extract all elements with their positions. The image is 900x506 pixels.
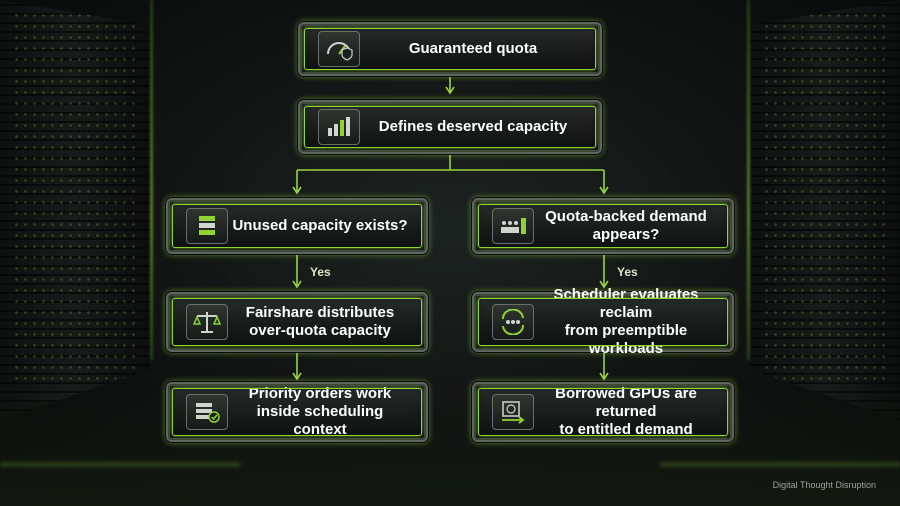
node-label: Fairshare distributes over-quota capacit… xyxy=(228,304,426,340)
node-label-line: inside scheduling context xyxy=(256,403,384,438)
node-deserved-capacity: Defines deserved capacity xyxy=(298,100,602,154)
node-fairshare: Fairshare distributes over-quota capacit… xyxy=(166,292,428,352)
node-unused-capacity: Unused capacity exists? xyxy=(166,198,428,254)
node-priority: Priority orders work inside scheduling c… xyxy=(166,382,428,442)
rack-glow-right xyxy=(747,0,750,360)
gpu-demand-icon xyxy=(492,208,534,244)
node-label-line: to entitled demand xyxy=(559,421,693,438)
connector-split xyxy=(292,152,609,195)
node-label-line: Fairshare distributes xyxy=(245,304,395,321)
server-rack-right xyxy=(750,0,900,420)
node-label: Defines deserved capacity xyxy=(378,118,568,135)
node-label-line: from preemptible workloads xyxy=(564,322,688,357)
floor-glow-right xyxy=(660,463,900,466)
connector-quota-to-deserved xyxy=(445,74,455,95)
rack-glow-left xyxy=(150,0,153,360)
node-label: Unused capacity exists? xyxy=(232,217,408,234)
floor xyxy=(0,386,900,506)
node-label: Quota-backed demand appears? xyxy=(545,208,707,243)
connector-scheduler-to-borrowed xyxy=(599,352,609,381)
edge-label-yes-right: Yes xyxy=(617,265,638,279)
gpu-return-icon xyxy=(492,394,534,430)
node-quota-demand: Quota-backed demand appears? xyxy=(472,198,734,254)
edge-label-yes-left: Yes xyxy=(310,265,331,279)
connector-unused-to-fairshare xyxy=(292,255,302,289)
bar-chart-icon xyxy=(318,109,360,145)
node-guaranteed-quota: Guaranteed quota xyxy=(298,22,602,76)
stack-check-icon xyxy=(186,394,228,430)
node-label-line: Borrowed GPUs are returned xyxy=(555,385,697,420)
credit-text: Digital Thought Disruption xyxy=(772,480,876,490)
server-stack-icon xyxy=(186,208,228,244)
cycle-users-icon xyxy=(492,304,534,340)
gauge-shield-icon xyxy=(318,31,360,67)
node-label: Priority orders work inside scheduling c… xyxy=(228,385,426,439)
rack-leds-left xyxy=(12,10,138,380)
node-borrowed-gpus: Borrowed GPUs are returned to entitled d… xyxy=(472,382,734,442)
floor-glow-left xyxy=(0,463,240,466)
node-label-line: Scheduler evaluates reclaim xyxy=(553,286,699,321)
node-scheduler: Scheduler evaluates reclaim from preempt… xyxy=(472,286,734,357)
connector-demand-to-scheduler xyxy=(599,255,609,289)
node-label-line: over-quota capacity xyxy=(249,322,391,339)
node-label: Scheduler evaluates reclaim from preempt… xyxy=(534,286,732,358)
node-label-line: Priority orders work xyxy=(248,385,392,402)
connector-fairshare-to-priority xyxy=(292,352,302,381)
server-rack-left xyxy=(0,0,150,420)
rack-leds-right xyxy=(762,10,888,380)
node-label: Borrowed GPUs are returned to entitled d… xyxy=(534,385,732,439)
node-label: Guaranteed quota xyxy=(408,40,538,57)
balance-scale-icon xyxy=(186,304,228,340)
